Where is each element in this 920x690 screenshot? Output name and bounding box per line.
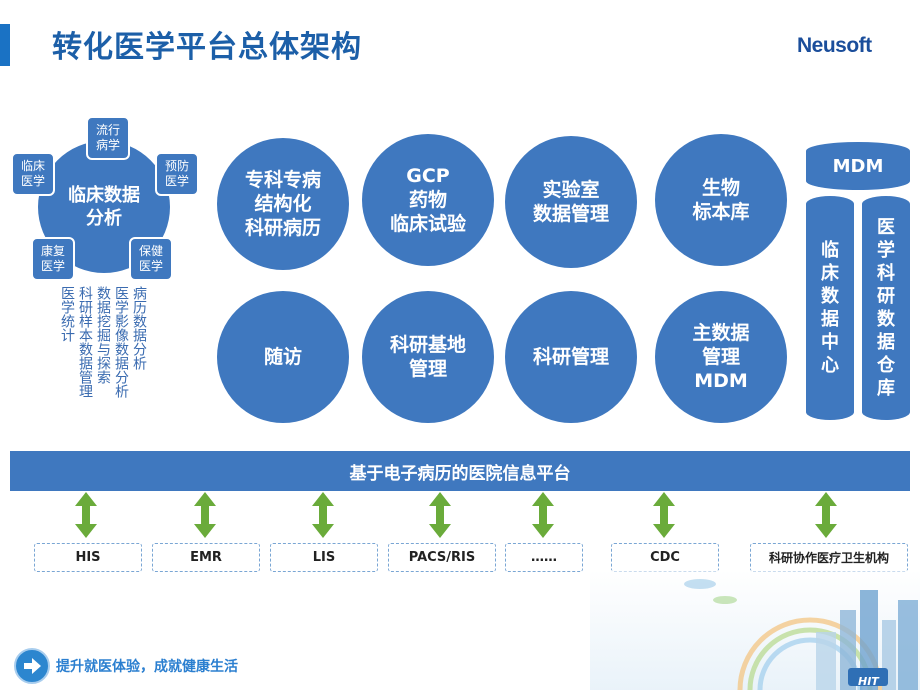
arrow-right-icon: [14, 648, 50, 684]
clinical-analysis-label: 临床数据 分析: [68, 185, 140, 229]
module-research-base: 科研基地 管理: [362, 291, 494, 423]
double-arrow-icon: [653, 492, 675, 538]
system-pacs-ris: PACS/RIS: [388, 543, 496, 572]
module-research-management: 科研管理: [505, 291, 637, 423]
system-research-institutions: 科研协作医疗卫生机构: [750, 543, 908, 572]
page-title: 转化医学平台总体架构: [52, 30, 362, 65]
bullet-item: 病历数据分析: [131, 286, 147, 370]
satellite-clinical-medicine: 临床 医学: [11, 152, 55, 196]
hospital-info-platform-bar: 基于电子病历的医院信息平台: [10, 451, 910, 491]
research-warehouse-cylinder: 医学科研数据仓库: [862, 196, 910, 420]
satellite-rehabilitation: 康复 医学: [31, 237, 75, 281]
analysis-bullet-list: 病历数据分析 医学影像数据分析 数据挖掘与探索 科研样本数据管理 医学统计: [58, 286, 148, 426]
clinical-data-center-label: 临床数据中心: [821, 240, 839, 376]
hit-badge: HIT: [858, 675, 879, 688]
module-master-data: 主数据 管理 MDM: [655, 291, 787, 423]
module-gcp-trials: GCP 药物 临床试验: [362, 134, 494, 266]
system-emr: EMR: [152, 543, 260, 572]
module-biobank: 生物 标本库: [655, 134, 787, 266]
bullet-item: 科研样本数据管理: [77, 286, 93, 398]
bullet-item: 医学统计: [59, 286, 75, 342]
footer-slogan: 提升就医体验，成就健康生活: [56, 659, 238, 675]
satellite-epidemiology: 流行 病学: [86, 116, 130, 160]
double-arrow-icon: [194, 492, 216, 538]
double-arrow-icon: [532, 492, 554, 538]
city-illustration: [590, 570, 920, 690]
module-specialty-records: 专科专病 结构化 科研病历: [217, 138, 349, 270]
neusoft-logo: Neusoft: [797, 34, 872, 57]
double-arrow-icon: [815, 492, 837, 538]
title-accent-bar: [0, 24, 10, 66]
research-warehouse-label: 医学科研数据仓库: [877, 217, 895, 399]
system-his: HIS: [34, 543, 142, 572]
clinical-data-center-cylinder: 临床数据中心: [806, 196, 854, 420]
module-lab-data: 实验室 数据管理: [505, 136, 637, 268]
bullet-item: 数据挖掘与探索: [95, 286, 111, 384]
mdm-label: MDM: [832, 155, 884, 177]
double-arrow-icon: [75, 492, 97, 538]
double-arrow-icon: [429, 492, 451, 538]
arrows-layer: [75, 492, 837, 538]
satellite-preventive-medicine: 预防 医学: [155, 152, 199, 196]
platform-label: 基于电子病历的医院信息平台: [349, 463, 571, 484]
double-arrow-icon: [312, 492, 334, 538]
satellite-health-care: 保健 医学: [129, 237, 173, 281]
module-follow-up: 随访: [217, 291, 349, 423]
bullet-item: 医学影像数据分析: [113, 286, 129, 398]
system-more: ……: [505, 543, 583, 572]
mdm-cylinder: MDM: [806, 142, 910, 190]
system-cdc: CDC: [611, 543, 719, 572]
system-lis: LIS: [270, 543, 378, 572]
